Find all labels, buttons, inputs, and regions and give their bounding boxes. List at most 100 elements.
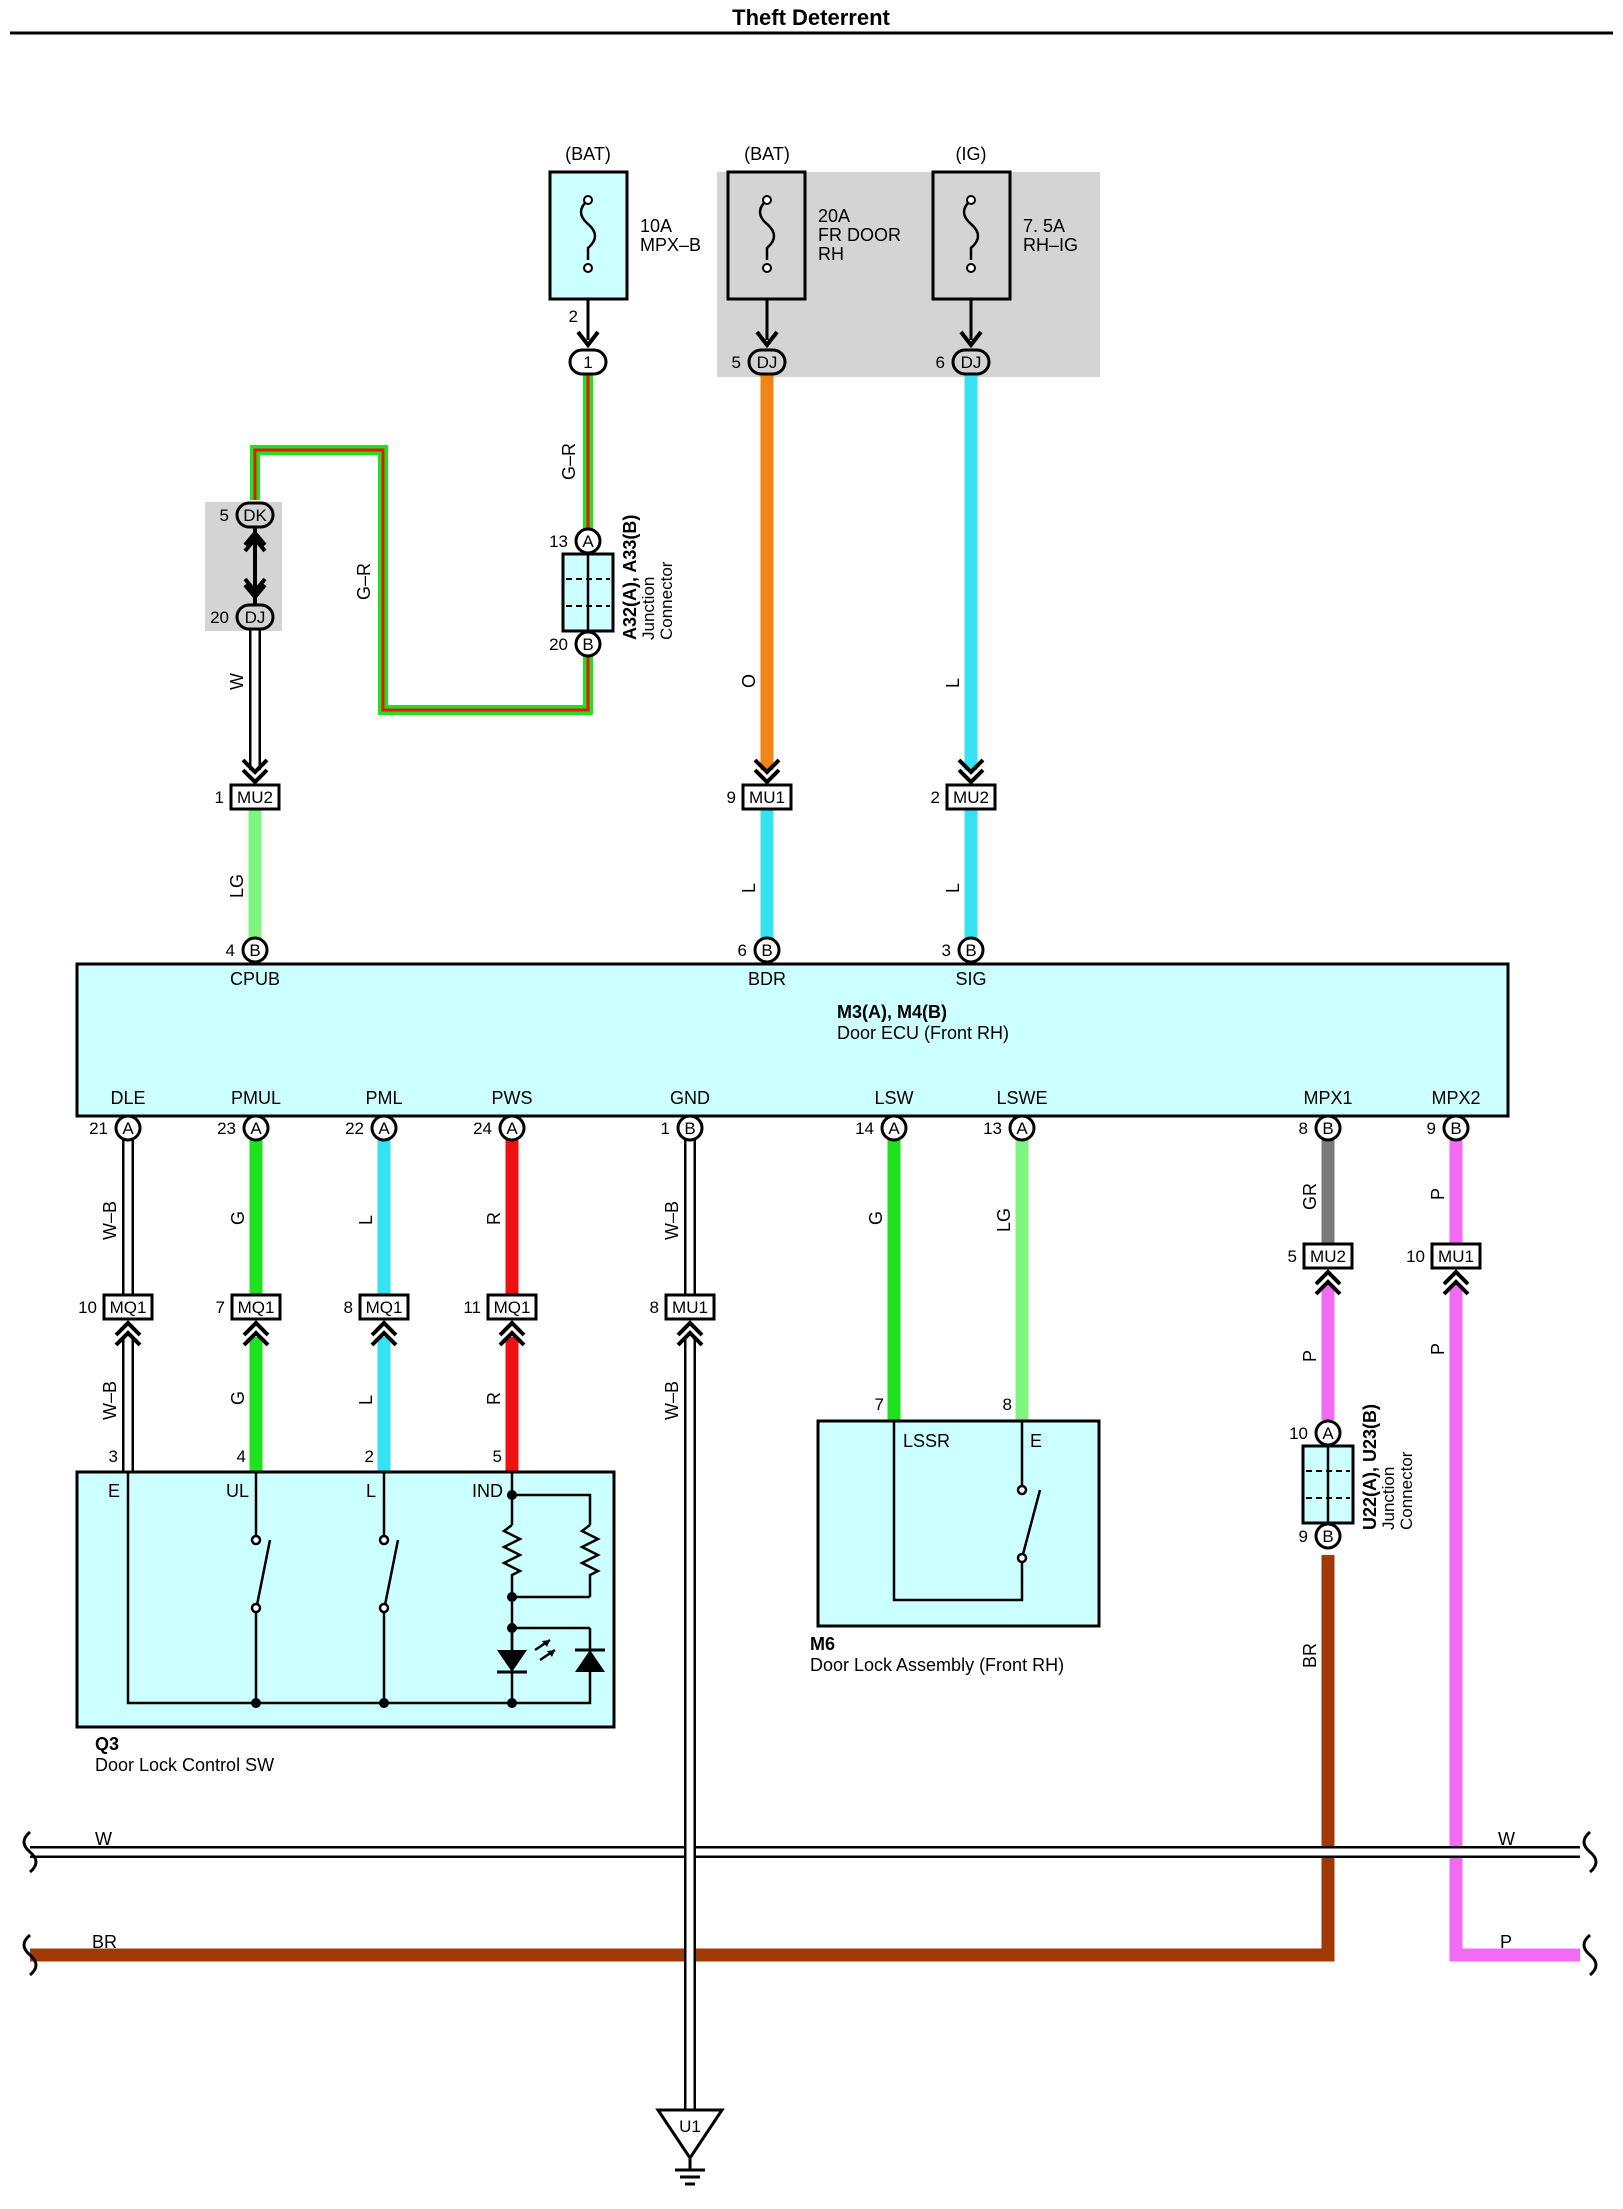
ecu-bottom-pins: A 21 A 23 A 22 A 24 B 1 A 14 — [89, 1114, 1470, 1142]
connector-code: MU1 — [749, 788, 785, 807]
q3-pin-label: UL — [226, 1481, 249, 1501]
ecu-pin-sig: B 3 SIG — [942, 936, 987, 989]
connector-code: MU1 — [1438, 1247, 1474, 1266]
connector-pin: 2 — [931, 788, 940, 807]
page-title: Theft Deterrent — [732, 5, 890, 30]
fuse-name: MPX–B — [640, 235, 701, 255]
junction-connector-u22-u23: A 10 B 9 U22(A), U23(B) Junction Connect… — [1289, 1404, 1416, 1550]
wire-label-lg: LG — [227, 874, 247, 898]
pin-code: A — [378, 1119, 390, 1138]
wire-o: O — [739, 374, 781, 785]
wire-label: P — [1300, 1350, 1320, 1362]
pin-label-dle: DLE — [110, 1088, 145, 1108]
fuse-name: RH–IG — [1023, 235, 1078, 255]
wire-label: R — [484, 1212, 504, 1225]
connector-mq1-8: MQ1 8 — [344, 1293, 410, 1347]
junction-desc: Junction — [1379, 1467, 1398, 1530]
connector-mu2-2: MU2 2 — [931, 783, 997, 811]
connector-pin: 11 — [463, 1298, 481, 1317]
junction-pin-top: 10 — [1289, 1424, 1308, 1443]
ecu-pin-bdr: B 6 BDR — [738, 936, 786, 989]
q3-pin-label: L — [366, 1481, 376, 1501]
m6-desc: Door Lock Assembly (Front RH) — [810, 1655, 1064, 1675]
connector-code: MQ1 — [110, 1298, 147, 1317]
fuse-pin: 2 — [569, 307, 578, 326]
dk-dj-link — [243, 527, 267, 605]
wires-mu-to-ecu: LG L L — [227, 810, 978, 938]
pin-code: B — [965, 941, 976, 960]
junction-connector-a32-a33: A 13 B 20 A32(A), A33(B) Junction Connec… — [549, 515, 676, 658]
bus-label-w: W — [1498, 1829, 1515, 1849]
connector-code: DJ — [245, 608, 266, 627]
bus-label-br: BR — [92, 1932, 117, 1952]
wire-label: GR — [1300, 1183, 1320, 1210]
m6-pin-label: E — [1030, 1431, 1042, 1451]
pin-code: A — [888, 1119, 900, 1138]
q3-pin-number: 2 — [365, 1447, 374, 1466]
junction-code-bottom: B — [582, 635, 593, 654]
connector-mu2-5: MU2 5 — [1288, 1242, 1354, 1296]
junction-pin-bottom: 20 — [549, 635, 568, 654]
bus-label-w: W — [95, 1829, 112, 1849]
pin-number: 8 — [1299, 1119, 1308, 1138]
connector-mq1-7: MQ1 7 — [216, 1293, 282, 1347]
connector-pin: 6 — [936, 353, 945, 372]
pin-number: 6 — [738, 941, 747, 960]
wire-label: L — [356, 1215, 376, 1225]
wire-pws: R R — [484, 1140, 519, 1472]
pin-label-gnd: GND — [670, 1088, 710, 1108]
wire-label-o: O — [739, 674, 759, 688]
fuse-source-label: (IG) — [956, 144, 987, 164]
pin-label-mpx2: MPX2 — [1431, 1088, 1480, 1108]
pin-number: 23 — [217, 1119, 236, 1138]
q3-pin-number: 4 — [237, 1447, 246, 1466]
fuse-rating: 7. 5A — [1023, 216, 1065, 236]
bus-lines: W W BR P — [22, 1829, 1598, 1977]
fuse-name-2: RH — [818, 244, 844, 264]
wire-label-l: L — [739, 883, 759, 893]
connector-code: DK — [243, 506, 267, 525]
pin-number: 14 — [855, 1119, 874, 1138]
pin-number: 22 — [345, 1119, 364, 1138]
wire-mpx2: P P — [1428, 1140, 1580, 1962]
connector-1: 1 — [568, 348, 608, 376]
pin-number: 9 — [1427, 1119, 1436, 1138]
connector-pin: 9 — [727, 788, 736, 807]
junction-pin-bottom: 9 — [1299, 1527, 1308, 1546]
wire-label: W–B — [100, 1201, 120, 1240]
wire-pmul: G G — [228, 1140, 263, 1472]
wire-label: G — [228, 1211, 248, 1225]
connector-pin: 7 — [216, 1298, 225, 1317]
junction-name: U22(A), U23(B) — [1360, 1404, 1380, 1530]
junction-code-top: A — [1322, 1424, 1334, 1443]
connector-dk-5: DK 5 — [220, 501, 275, 529]
pin-code: A — [122, 1119, 134, 1138]
wire-label: P — [1428, 1343, 1448, 1355]
connector-dj-6: DJ 6 — [936, 348, 991, 376]
wire-label-l: L — [943, 883, 963, 893]
connector-mu2-1: MU2 1 — [215, 783, 281, 811]
ecu-pin-mpx1: B 8 — [1299, 1114, 1342, 1142]
wire-l: L — [943, 374, 985, 785]
ground-code: U1 — [679, 2117, 701, 2136]
pin-label: SIG — [955, 969, 986, 989]
connector-dj-5: DJ 5 — [732, 348, 787, 376]
connector-code: MQ1 — [494, 1298, 531, 1317]
connector-pin: 1 — [215, 788, 224, 807]
connector-pin: 5 — [1288, 1247, 1297, 1266]
connector-code: MQ1 — [238, 1298, 275, 1317]
door-ecu: M3(A), M4(B) Door ECU (Front RH) B 4 CPU… — [75, 936, 1510, 1118]
connector-code: MQ1 — [366, 1298, 403, 1317]
pin-label-mpx1: MPX1 — [1303, 1088, 1352, 1108]
pin-code: A — [506, 1119, 518, 1138]
ecu-pin-dle: A 21 — [89, 1114, 142, 1142]
connector-code: 1 — [583, 353, 592, 372]
junction-name: A32(A), A33(B) — [620, 515, 640, 640]
junction-desc: Connector — [1397, 1451, 1416, 1530]
pin-code: B — [1450, 1119, 1461, 1138]
q3-desc: Door Lock Control SW — [95, 1755, 274, 1775]
q3-pin-number: 5 — [493, 1447, 502, 1466]
junction-pin-top: 13 — [549, 532, 568, 551]
wire-label: R — [484, 1392, 504, 1405]
